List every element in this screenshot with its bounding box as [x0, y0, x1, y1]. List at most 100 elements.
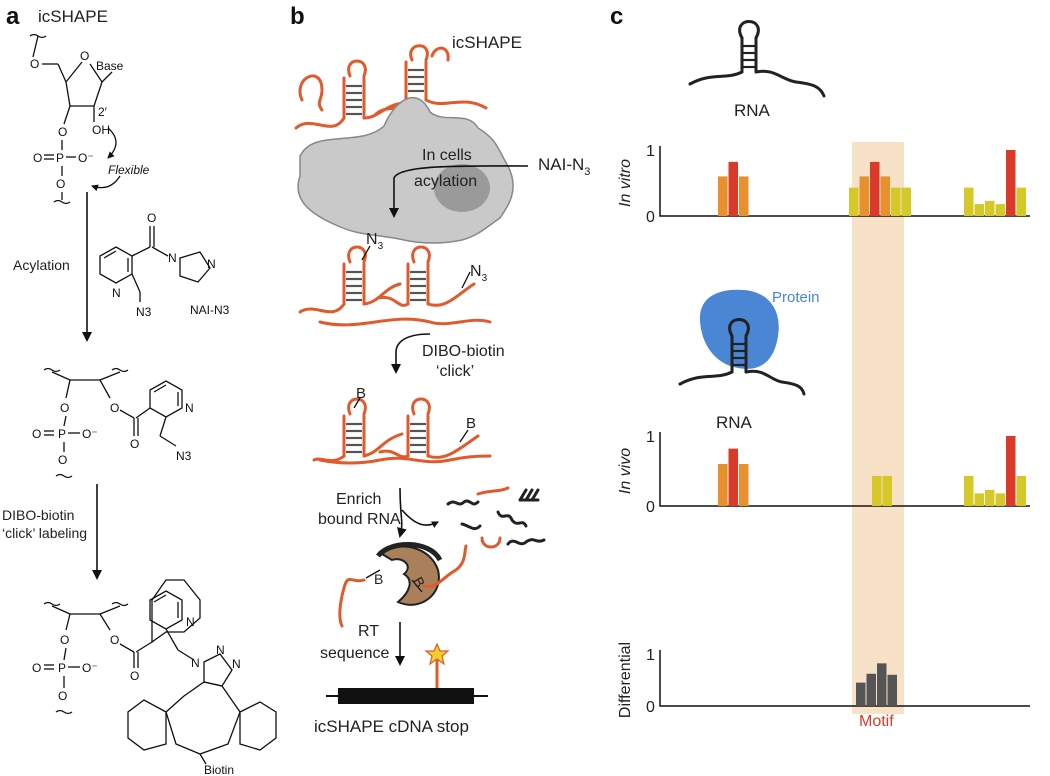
bio-p-label: P — [58, 661, 66, 675]
flexible-label: Flexible — [108, 163, 150, 177]
panel-a-title: icSHAPE — [38, 7, 108, 26]
bar — [877, 663, 887, 706]
bar — [974, 493, 984, 506]
bar — [995, 204, 1005, 216]
biotin-label: Biotin — [204, 763, 234, 776]
motif-highlight — [852, 142, 904, 714]
y-tick-label: 1 — [646, 143, 655, 160]
rna-hairpin-top — [688, 20, 826, 98]
axis-lines — [659, 650, 1030, 707]
acyl-pominus-label: O⁻ — [82, 427, 98, 441]
acyl-pyridine-n: N — [185, 401, 194, 415]
bar — [728, 161, 738, 216]
click-arrow — [391, 333, 431, 374]
bio-pyridine-n: N — [186, 615, 195, 629]
bar — [974, 204, 984, 216]
panel-c-label: c — [610, 3, 623, 30]
bar — [964, 187, 974, 216]
acyl-n3-group: N3 — [176, 449, 192, 463]
bar — [866, 673, 876, 706]
y-axis-label: In vitro — [617, 159, 634, 207]
bar — [882, 475, 892, 506]
dibo-biotin-label: DIBO-biotin — [422, 343, 505, 360]
axis-lines — [659, 432, 1030, 507]
b-tag-2: B — [466, 415, 476, 432]
pyridine-n-label: N — [112, 286, 121, 300]
nai-label: NAI-N3 — [538, 155, 590, 178]
oh-label: OH — [92, 123, 110, 137]
cdna-stop-label: icSHAPE cDNA stop — [314, 717, 469, 736]
panel-c: c Motif RNA Protein RNA — [610, 3, 1030, 730]
o3-label: O — [58, 125, 67, 139]
y-tick-label: 1 — [646, 647, 655, 664]
y-axis-label: In vivo — [617, 448, 634, 494]
rt-label: RT — [358, 623, 379, 640]
acylated-structure: O O P O O⁻ O O N N3 — [32, 367, 194, 479]
bio-carbonyl-o: O — [130, 669, 139, 683]
acyl-po5-label: O — [58, 453, 67, 467]
nai-n3-name: NAI-N3 — [190, 303, 230, 317]
acyl-po-label: O — [32, 427, 41, 441]
prime-label: 2′ — [98, 105, 108, 119]
phosphate-o-label: O — [33, 151, 42, 165]
bar — [859, 176, 869, 216]
click-step-line1: DIBO-biotin — [2, 507, 74, 523]
acyl-o3-label: O — [60, 401, 69, 415]
bar — [728, 448, 738, 506]
enrich-line1: Enrich — [336, 491, 381, 508]
unbound-fragments — [446, 486, 546, 549]
bar — [880, 176, 890, 216]
phosphate-ominus-label: O⁻ — [78, 151, 94, 165]
bar — [718, 464, 728, 506]
streptavidin-bead: B B — [338, 542, 468, 628]
rna-hairpin-bound — [678, 318, 806, 396]
y-axis-label: Differential — [617, 642, 634, 718]
bar — [985, 200, 995, 216]
triazole-n3: N — [232, 657, 241, 671]
protein-label: Protein — [772, 289, 820, 306]
phosphate-o2-label: O — [56, 177, 65, 191]
nucleus — [434, 164, 490, 212]
panel-b-label: b — [290, 3, 305, 30]
bar — [739, 464, 749, 506]
cdna-bar — [338, 688, 474, 704]
rna-label-bound: RNA — [716, 413, 753, 432]
bar — [870, 161, 880, 216]
bar — [718, 176, 728, 216]
acyl-p-label: P — [58, 427, 66, 441]
reagent-arrow — [389, 165, 529, 218]
bar — [739, 176, 749, 216]
panel-b-title: icSHAPE — [452, 33, 522, 52]
biotinylated-structure: O O P O O⁻ O O N N N — [32, 579, 277, 776]
bio-pominus-label: O⁻ — [82, 661, 98, 675]
imidazole-n2-label: N — [207, 257, 216, 271]
bio-o2-label: O — [110, 633, 119, 647]
acyl-carbonyl-o: O — [130, 437, 139, 451]
rna-label-top: RNA — [734, 101, 771, 120]
motif-label: Motif — [859, 713, 894, 730]
acylation-step-label: Acylation — [13, 257, 70, 273]
bar — [964, 475, 974, 506]
y-tick-label: 0 — [646, 499, 655, 516]
b-tag-bead-1: B — [374, 571, 383, 587]
protein-shape — [700, 289, 779, 369]
bar — [1006, 436, 1016, 506]
stop-star-icon — [424, 642, 450, 666]
bar — [1016, 475, 1026, 506]
bar — [887, 674, 897, 706]
bar — [856, 682, 866, 706]
in-cells-label: In cells — [422, 147, 472, 164]
bio-po5-label: O — [58, 689, 67, 703]
click-step-line2: ‘click’ labeling — [2, 525, 87, 541]
base-label: Base — [96, 59, 124, 73]
enrich-line2: bound RNA — [318, 511, 401, 528]
panel-a-label: a — [6, 3, 20, 30]
acylation-label: acylation — [414, 173, 477, 190]
imidazole-n1-label: N — [168, 251, 177, 265]
triazole-n2: N — [216, 643, 225, 657]
bar — [995, 493, 1005, 506]
